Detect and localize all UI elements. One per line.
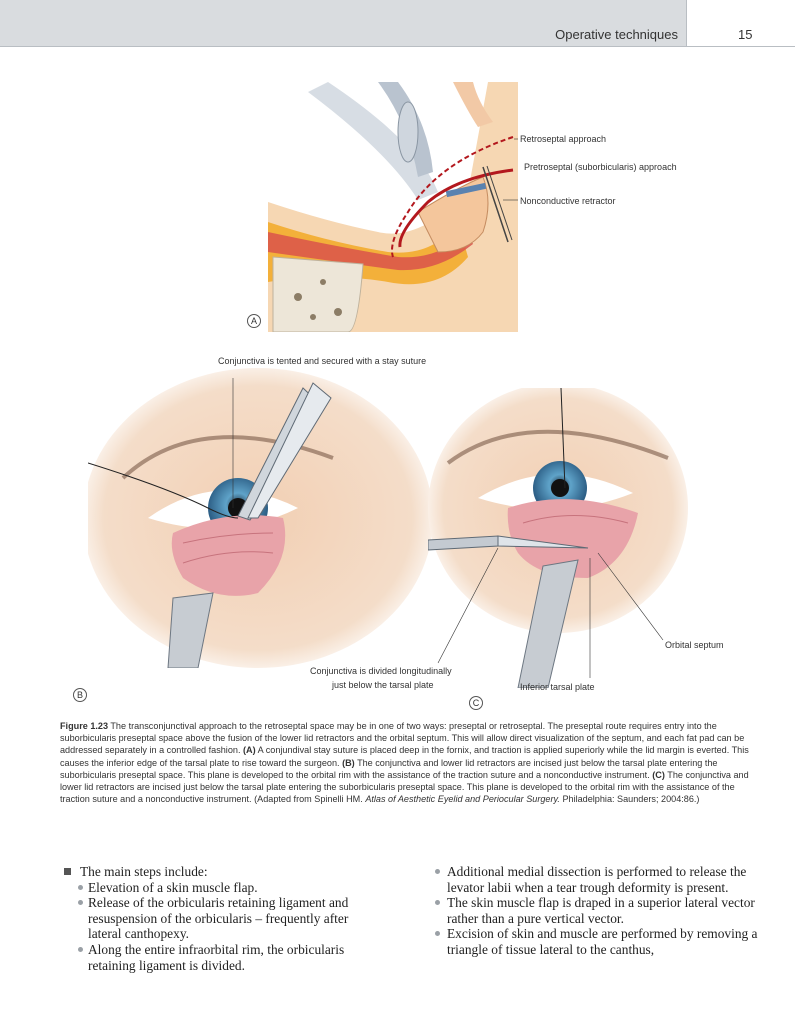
main-bullet: The main steps include: [64,864,384,880]
label-retroseptal: Retroseptal approach [520,134,607,144]
main-bullet-text: The main steps include: [80,864,208,879]
label-orbital-septum: Orbital septum [665,640,724,650]
list-item: Excision of skin and muscle are performe… [433,926,763,957]
caption-book-title: Atlas of Aesthetic Eyelid and Periocular… [365,794,560,805]
section-title: Operative techniques [555,27,678,42]
list-item: The skin muscle flap is draped in a supe… [433,895,763,926]
page-number-box [686,0,795,46]
list-item: Along the entire infraorbital rim, the o… [78,942,384,973]
label-retractor: Nonconductive retractor [520,196,616,206]
label-inferior-tarsal: Inferior tarsal plate [520,682,595,692]
figure-number: Figure 1.23 [60,721,109,731]
right-sub-list: Additional medial dissection is performe… [433,864,763,958]
running-header [0,0,795,46]
body-left-column: The main steps include: Elevation of a s… [64,864,384,973]
caption-tail: Philadelphia: Saunders; 2004:86.) [559,794,700,805]
caption-tag-c: (C) [652,769,665,780]
panel-label-b: B [73,688,87,702]
caption-text-c: The conjunctiva and lower lid retractors… [60,769,749,805]
panel-label-a: A [247,314,261,328]
panel-label-c: C [469,696,483,710]
label-divided-line2: just below the tarsal plate [332,680,434,690]
list-item: Elevation of a skin muscle flap. [78,880,384,896]
caption-text-1: The transconjunctival approach to the re… [60,721,745,756]
label-preseptal: Pretroseptal (suborbicularis) approach [524,162,677,172]
figure-a-illustration [268,82,518,332]
figure-c-illustration [428,388,688,688]
figure-b-illustration [88,368,433,668]
caption-text-a: A conjundival stay suture is placed deep… [60,745,749,768]
figure-caption: Figure 1.23 The transconjunctival approa… [60,720,750,805]
caption-tag-a: (A) [243,745,256,756]
label-divided-line1: Conjunctiva is divided longitudinally [310,666,452,676]
page-number: 15 [738,27,753,42]
list-item: Release of the orbicularis retaining lig… [78,895,384,942]
label-stay-suture: Conjunctiva is tented and secured with a… [218,356,427,366]
left-sub-list: Elevation of a skin muscle flap. Release… [64,880,384,974]
caption-tag-b: (B) [342,757,355,768]
body-right-column: Additional medial dissection is performe… [433,864,763,958]
list-item: Additional medial dissection is performe… [433,864,763,895]
header-rule [0,46,795,47]
caption-text-b: The conjunctiva and lower lid retractors… [60,757,718,780]
